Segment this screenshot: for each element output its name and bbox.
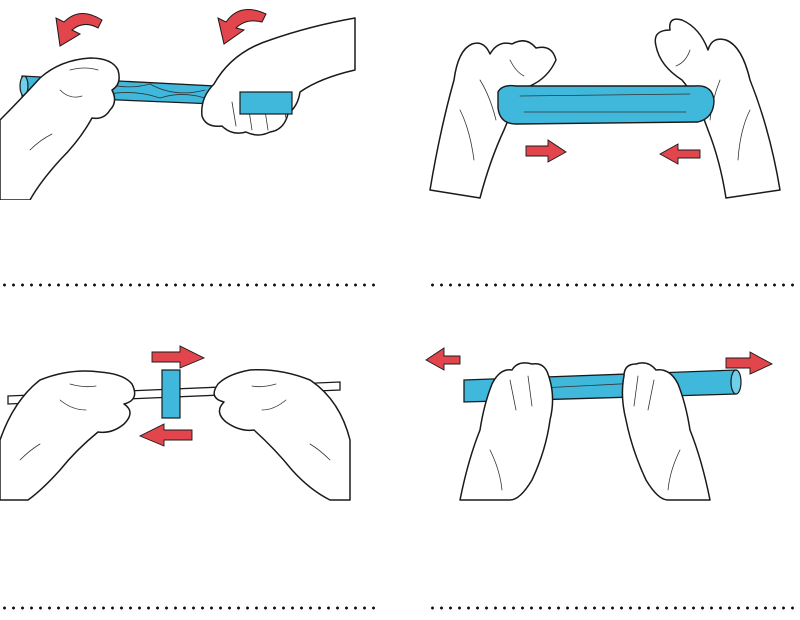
curved-arrow-left-icon — [55, 13, 103, 47]
left-hand — [459, 362, 554, 501]
clay-log — [497, 84, 715, 125]
panel-press-clay — [420, 0, 790, 200]
dotted-divider — [428, 283, 798, 287]
push-left-arrow-icon — [659, 143, 701, 165]
panel-dowel-clay — [0, 340, 370, 540]
panel-twist-clay — [0, 0, 370, 200]
dowel-illustration — [0, 345, 351, 501]
dotted-divider — [428, 606, 798, 610]
right-hand — [621, 362, 711, 501]
left-hand — [0, 370, 136, 501]
clay-end-in-fist — [239, 91, 293, 115]
dotted-divider — [0, 606, 378, 610]
press-illustration — [429, 18, 781, 199]
clay-block — [161, 369, 181, 419]
twist-illustration — [0, 9, 356, 200]
dotted-divider — [0, 283, 378, 287]
arrow-left-icon — [425, 347, 461, 371]
curved-arrow-right-icon — [217, 9, 267, 45]
arrow-left-icon — [138, 423, 193, 447]
right-hand — [213, 368, 351, 501]
arrow-right-icon — [725, 351, 774, 375]
panel-stretch-clay — [420, 340, 790, 540]
push-right-arrow-icon — [525, 139, 567, 163]
arrow-right-icon — [151, 345, 206, 369]
stretch-illustration — [425, 347, 774, 501]
left-hand — [0, 57, 120, 200]
